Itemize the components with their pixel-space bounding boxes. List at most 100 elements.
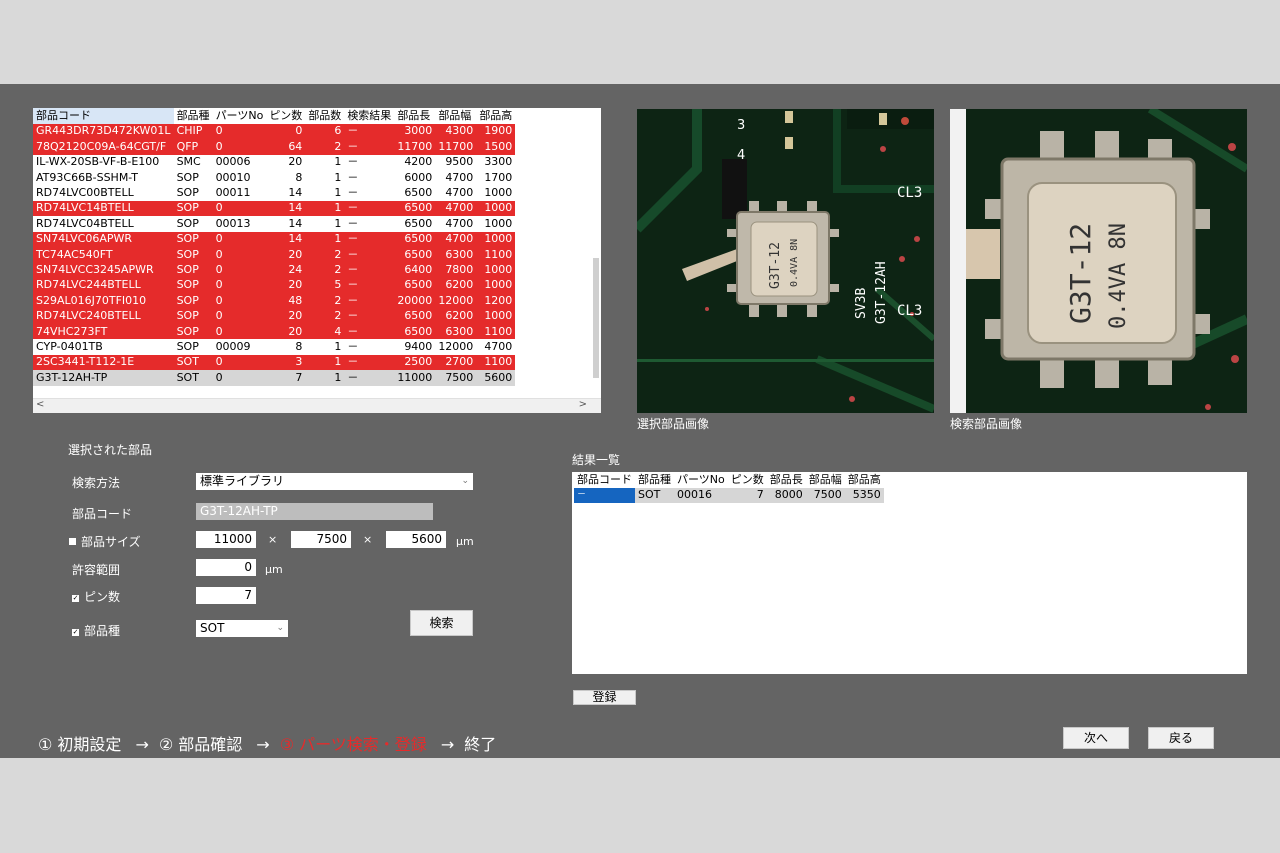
type-checkbox-row[interactable]: ✓部品種 [72, 622, 120, 639]
table-cell: 0 [212, 247, 267, 263]
table-cell: 20 [288, 155, 303, 169]
table-cell: － [344, 370, 395, 386]
horizontal-scrollbar[interactable]: < > [33, 398, 601, 413]
selected-part-section-title: 選択された部品 [68, 443, 153, 457]
search-method-select[interactable]: 標準ライブラリ ⌄ [196, 473, 473, 490]
table-cell: 0 [266, 124, 306, 140]
search-method-value: 標準ライブラリ [200, 474, 285, 488]
size-width-input[interactable]: 7500 [291, 531, 351, 548]
parts-col-header[interactable]: 部品高 [479, 108, 513, 122]
type-select[interactable]: SOT ⌄ [196, 620, 288, 637]
table-cell: 64 [266, 139, 306, 155]
table-cell: 0 [212, 139, 267, 155]
size-length-input[interactable]: 11000 [196, 531, 256, 548]
parts-col-header[interactable]: 部品長 [397, 108, 431, 122]
register-button[interactable]: 登録 [573, 690, 636, 705]
results-cell: SOT [635, 488, 674, 504]
chevron-down-icon: ⌄ [276, 623, 284, 633]
table-cell: AT93C66B-SSHM-T [36, 170, 138, 184]
chip-marking-line2: 0.4VA 8N [789, 239, 800, 287]
parts-table-panel[interactable]: 部品コード部品種パーツNo ピン数部品数検索結果部品長部品幅部品高 GR443DR… [33, 108, 601, 413]
results-title: 結果一覧 [572, 453, 621, 467]
times-sign-2: × [363, 533, 373, 546]
size-label: 部品サイズ [81, 535, 141, 549]
table-cell: SOP [173, 262, 213, 278]
table-cell: 1000 [476, 277, 516, 294]
table-cell: 5 [305, 277, 345, 294]
results-col-header[interactable]: 部品長 [769, 472, 803, 486]
table-cell: 3 [266, 354, 306, 371]
search-chip-marking-line1: G3T-12 [1064, 223, 1097, 324]
parts-col-header[interactable]: パーツNo [215, 108, 264, 122]
results-col-header[interactable]: 部品高 [847, 472, 881, 486]
table-cell: 3000 [394, 124, 436, 140]
pins-checkbox-row[interactable]: ✓ピン数 [72, 588, 120, 605]
size-height-input[interactable]: 5600 [386, 531, 446, 548]
table-cell: 1000 [484, 216, 513, 230]
results-col-header[interactable]: 部品種 [638, 472, 671, 486]
search-button[interactable]: 検索 [410, 610, 473, 636]
results-col-header[interactable]: パーツNo [677, 472, 725, 486]
pins-checkbox[interactable]: ✓ [72, 594, 79, 602]
table-cell: 1 [305, 231, 345, 248]
table-cell: SN74LVC06APWR [33, 231, 174, 248]
table-cell: 14 [288, 216, 303, 230]
table-cell: 6200 [435, 277, 477, 294]
size-checkbox[interactable] [69, 538, 76, 545]
table-cell: 1 [305, 370, 345, 386]
part-code-field[interactable]: G3T-12AH-TP [196, 503, 433, 520]
parts-col-header[interactable]: 部品コード [33, 108, 174, 124]
step-label: 終了 [464, 735, 497, 754]
parts-col-header[interactable]: 部品数 [308, 108, 342, 122]
table-cell: 1000 [476, 262, 516, 278]
table-cell: 12000 [435, 293, 477, 309]
table-cell: 6500 [394, 200, 436, 217]
back-button[interactable]: 戻る [1148, 727, 1214, 749]
table-cell: 1000 [476, 231, 516, 248]
next-button[interactable]: 次へ [1063, 727, 1129, 749]
results-col-header[interactable]: 部品コード [577, 472, 632, 486]
tolerance-input[interactable]: 0 [196, 559, 256, 576]
parts-col-header[interactable]: 部品種 [176, 108, 210, 122]
scroll-left-icon[interactable]: < [36, 399, 45, 410]
table-cell: RD74LVC04BTELL [36, 216, 134, 230]
results-col-header[interactable]: ピン数 [730, 472, 764, 486]
table-cell: 00013 [215, 216, 251, 230]
size-checkbox-row[interactable]: 部品サイズ [69, 533, 141, 550]
table-cell: 20 [266, 277, 306, 294]
results-col-header[interactable]: 部品幅 [808, 472, 842, 486]
table-cell: － [344, 293, 395, 309]
table-cell: 11700 [394, 139, 436, 155]
table-cell: 3300 [484, 155, 513, 169]
search-chip-marking-line2: 0.4VA 8N [1106, 223, 1131, 329]
parts-col-header[interactable]: ピン数 [269, 108, 303, 122]
type-checkbox[interactable]: ✓ [72, 628, 79, 636]
parts-col-header[interactable]: 部品幅 [438, 108, 472, 122]
pins-input[interactable]: 7 [196, 587, 256, 604]
parts-col-header[interactable]: 検索結果 [347, 108, 392, 122]
vertical-scrollbar-thumb[interactable] [593, 258, 599, 378]
times-sign: × [268, 533, 278, 546]
results-cell: 7500 [805, 488, 845, 504]
table-cell: 4700 [435, 231, 477, 248]
scroll-right-icon[interactable]: > [578, 399, 587, 410]
